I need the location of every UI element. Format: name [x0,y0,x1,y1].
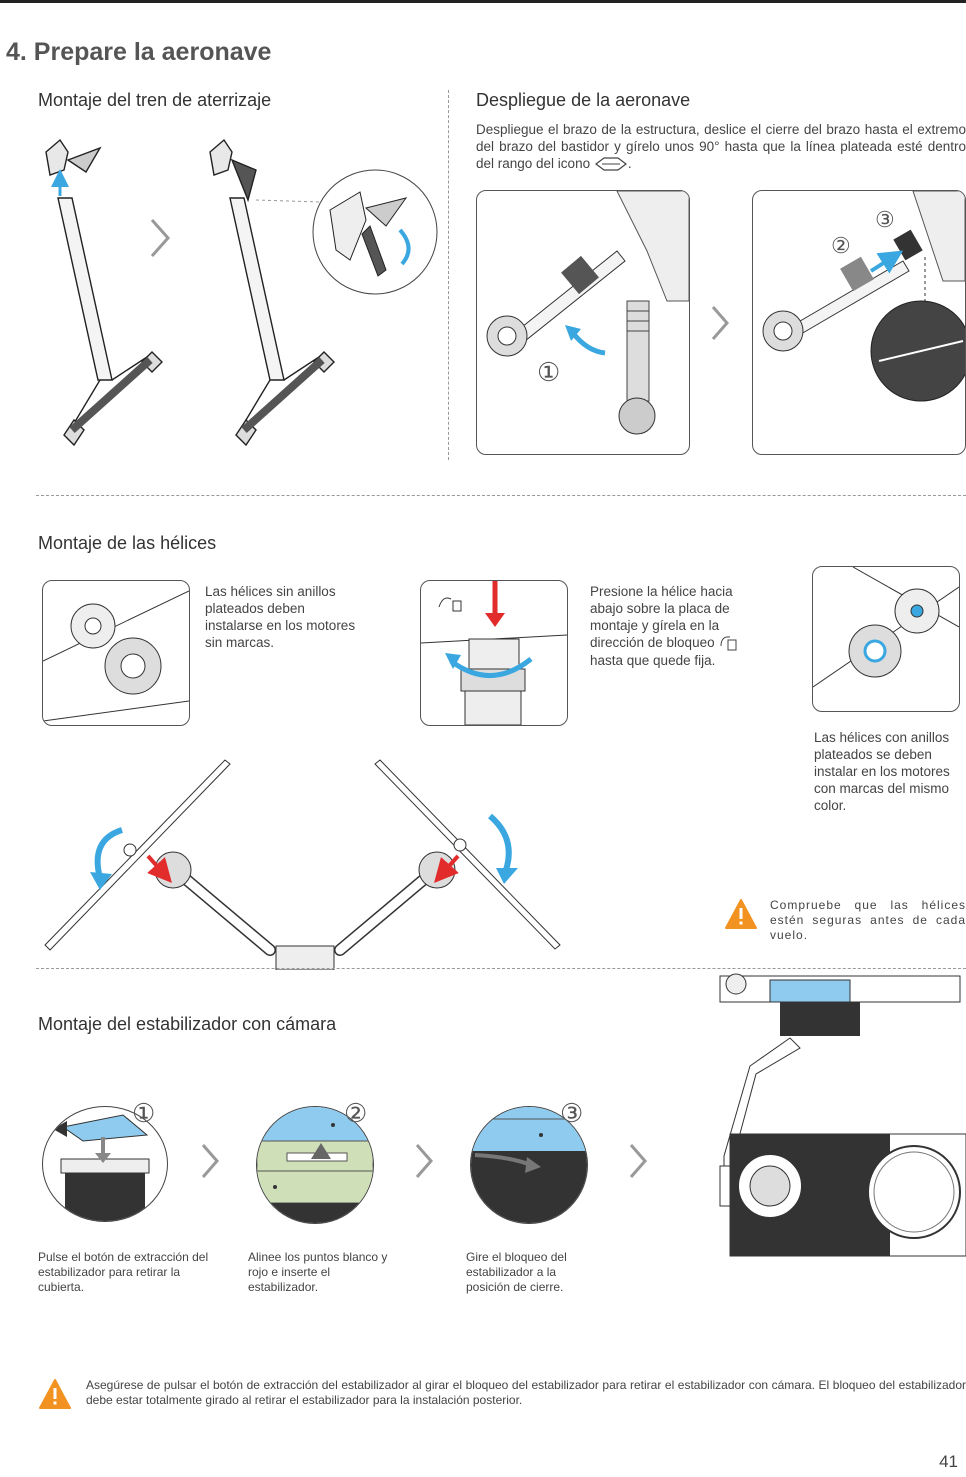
chevron-right-icon [415,1144,433,1178]
prop-press-text: Presione la hélice hacia abajo sobre la … [590,584,733,650]
deploy-instructions: Despliegue el brazo de la estructura, de… [476,121,966,172]
gimbal-step-2-marker: ② [344,1098,368,1128]
prop-press-text-end: hasta que quede fija. [590,653,716,669]
warning-icon [725,899,757,929]
section-divider [36,495,966,496]
landing-gear-title: Montaje del tren de aterrizaje [38,90,272,110]
chevron-right-icon [150,219,171,257]
top-rule [0,0,966,3]
deploy-text-end: . [627,156,632,171]
prop-no-ring-note: Las hélices sin anillos plateados deben … [205,584,356,650]
page-number: 41 [939,1452,958,1471]
lock-icon [720,636,737,651]
propeller-arms-illustration [44,759,561,970]
gimbal-step-2-text: Alinee los puntos blanco y rojo e insert… [248,1250,388,1294]
prop-press-panel [420,580,568,726]
deploy-step-1-panel: ① [476,190,690,455]
step-1-marker: ① [537,357,560,387]
section-divider [448,90,449,460]
propeller-warning: Compruebe que las hélices estén seguras … [770,898,966,942]
gimbal-step-3-text: Gire el bloqueo del estabilizador a la p… [466,1250,567,1294]
deploy-text: Despliegue el brazo de la estructura, de… [476,122,966,171]
prop-ring-panel [812,566,960,712]
chevron-right-icon [201,1144,219,1178]
warning-icon [39,1379,71,1409]
gimbal-step-3-marker: ③ [560,1098,584,1128]
step-2-marker: ② [831,233,851,258]
page-title: 4. Prepare la aeronave [6,38,272,66]
propellers-title: Montaje de las hélices [38,533,217,553]
step-3-marker: ③ [875,207,895,232]
chevron-right-icon [711,306,729,340]
deploy-step-2-panel: ② ③ [752,190,966,455]
gimbal-step-1-marker: ① [132,1098,156,1128]
gimbal-title: Montaje del estabilizador con cámara [38,1014,337,1034]
chevron-right-icon [629,1144,647,1178]
landing-gear-illustration [45,138,438,447]
gimbal-step-1-text: Pulse el botón de extracción del estabil… [38,1250,209,1294]
gimbal-step-1-image [42,1106,168,1222]
prop-press-note: Presione la hélice hacia abajo sobre la … [590,583,740,669]
prop-no-ring-panel [42,580,190,726]
prop-ring-note: Las hélices con anillos plateados se deb… [814,730,950,813]
gimbal-camera-illustration [719,973,966,1257]
section-divider [36,968,966,969]
gimbal-warning: Asegúrese de pulsar el botón de extracci… [86,1378,966,1407]
arm-alignment-icon [594,157,627,172]
deploy-title: Despliegue de la aeronave [476,90,691,110]
